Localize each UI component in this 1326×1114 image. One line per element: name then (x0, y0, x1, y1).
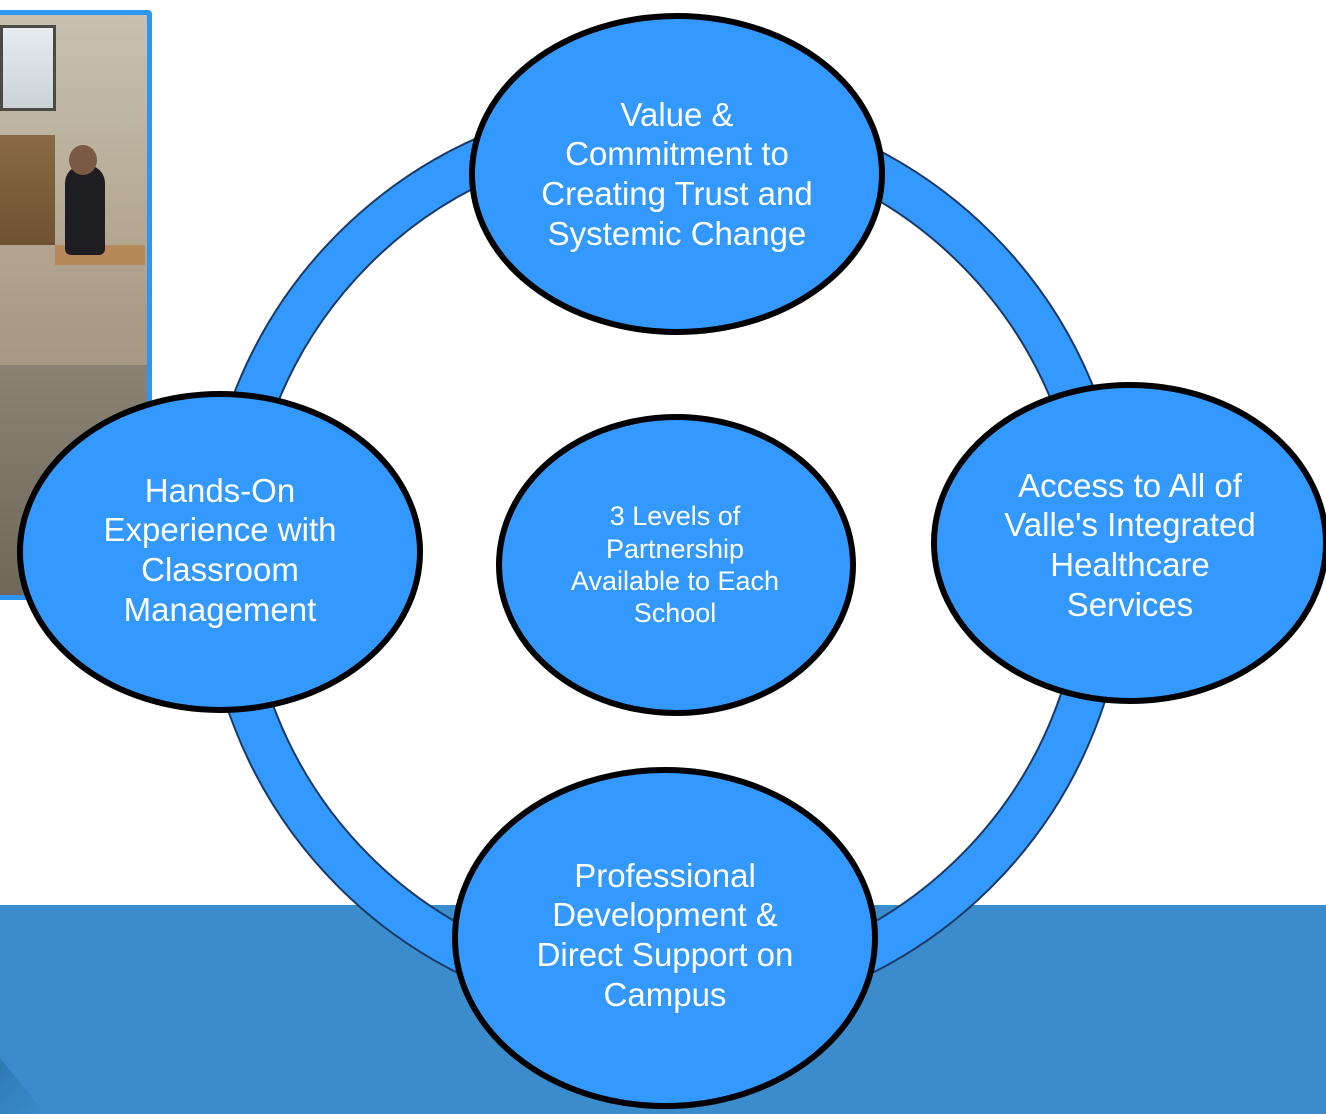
photo-shelf (0, 135, 55, 245)
left-node (17, 391, 423, 713)
bottom-node (452, 767, 878, 1109)
left-node-label: Hands-On Experience with Classroom Manag… (103, 471, 337, 628)
top-node-label: Value & Commitment to Creating Trust and… (541, 95, 813, 252)
photo-student-head (69, 145, 97, 175)
center-node (496, 414, 856, 716)
center-node-label: 3 Levels of Partnership Available to Eac… (570, 501, 780, 629)
right-node-label: Access to All of Valle's Integrated Heal… (1004, 466, 1256, 623)
photo-student (65, 165, 105, 255)
bottom-node-label: Professional Development & Direct Suppor… (536, 856, 794, 1013)
right-node (931, 382, 1326, 704)
top-node (469, 13, 885, 335)
photo-window (0, 25, 56, 111)
